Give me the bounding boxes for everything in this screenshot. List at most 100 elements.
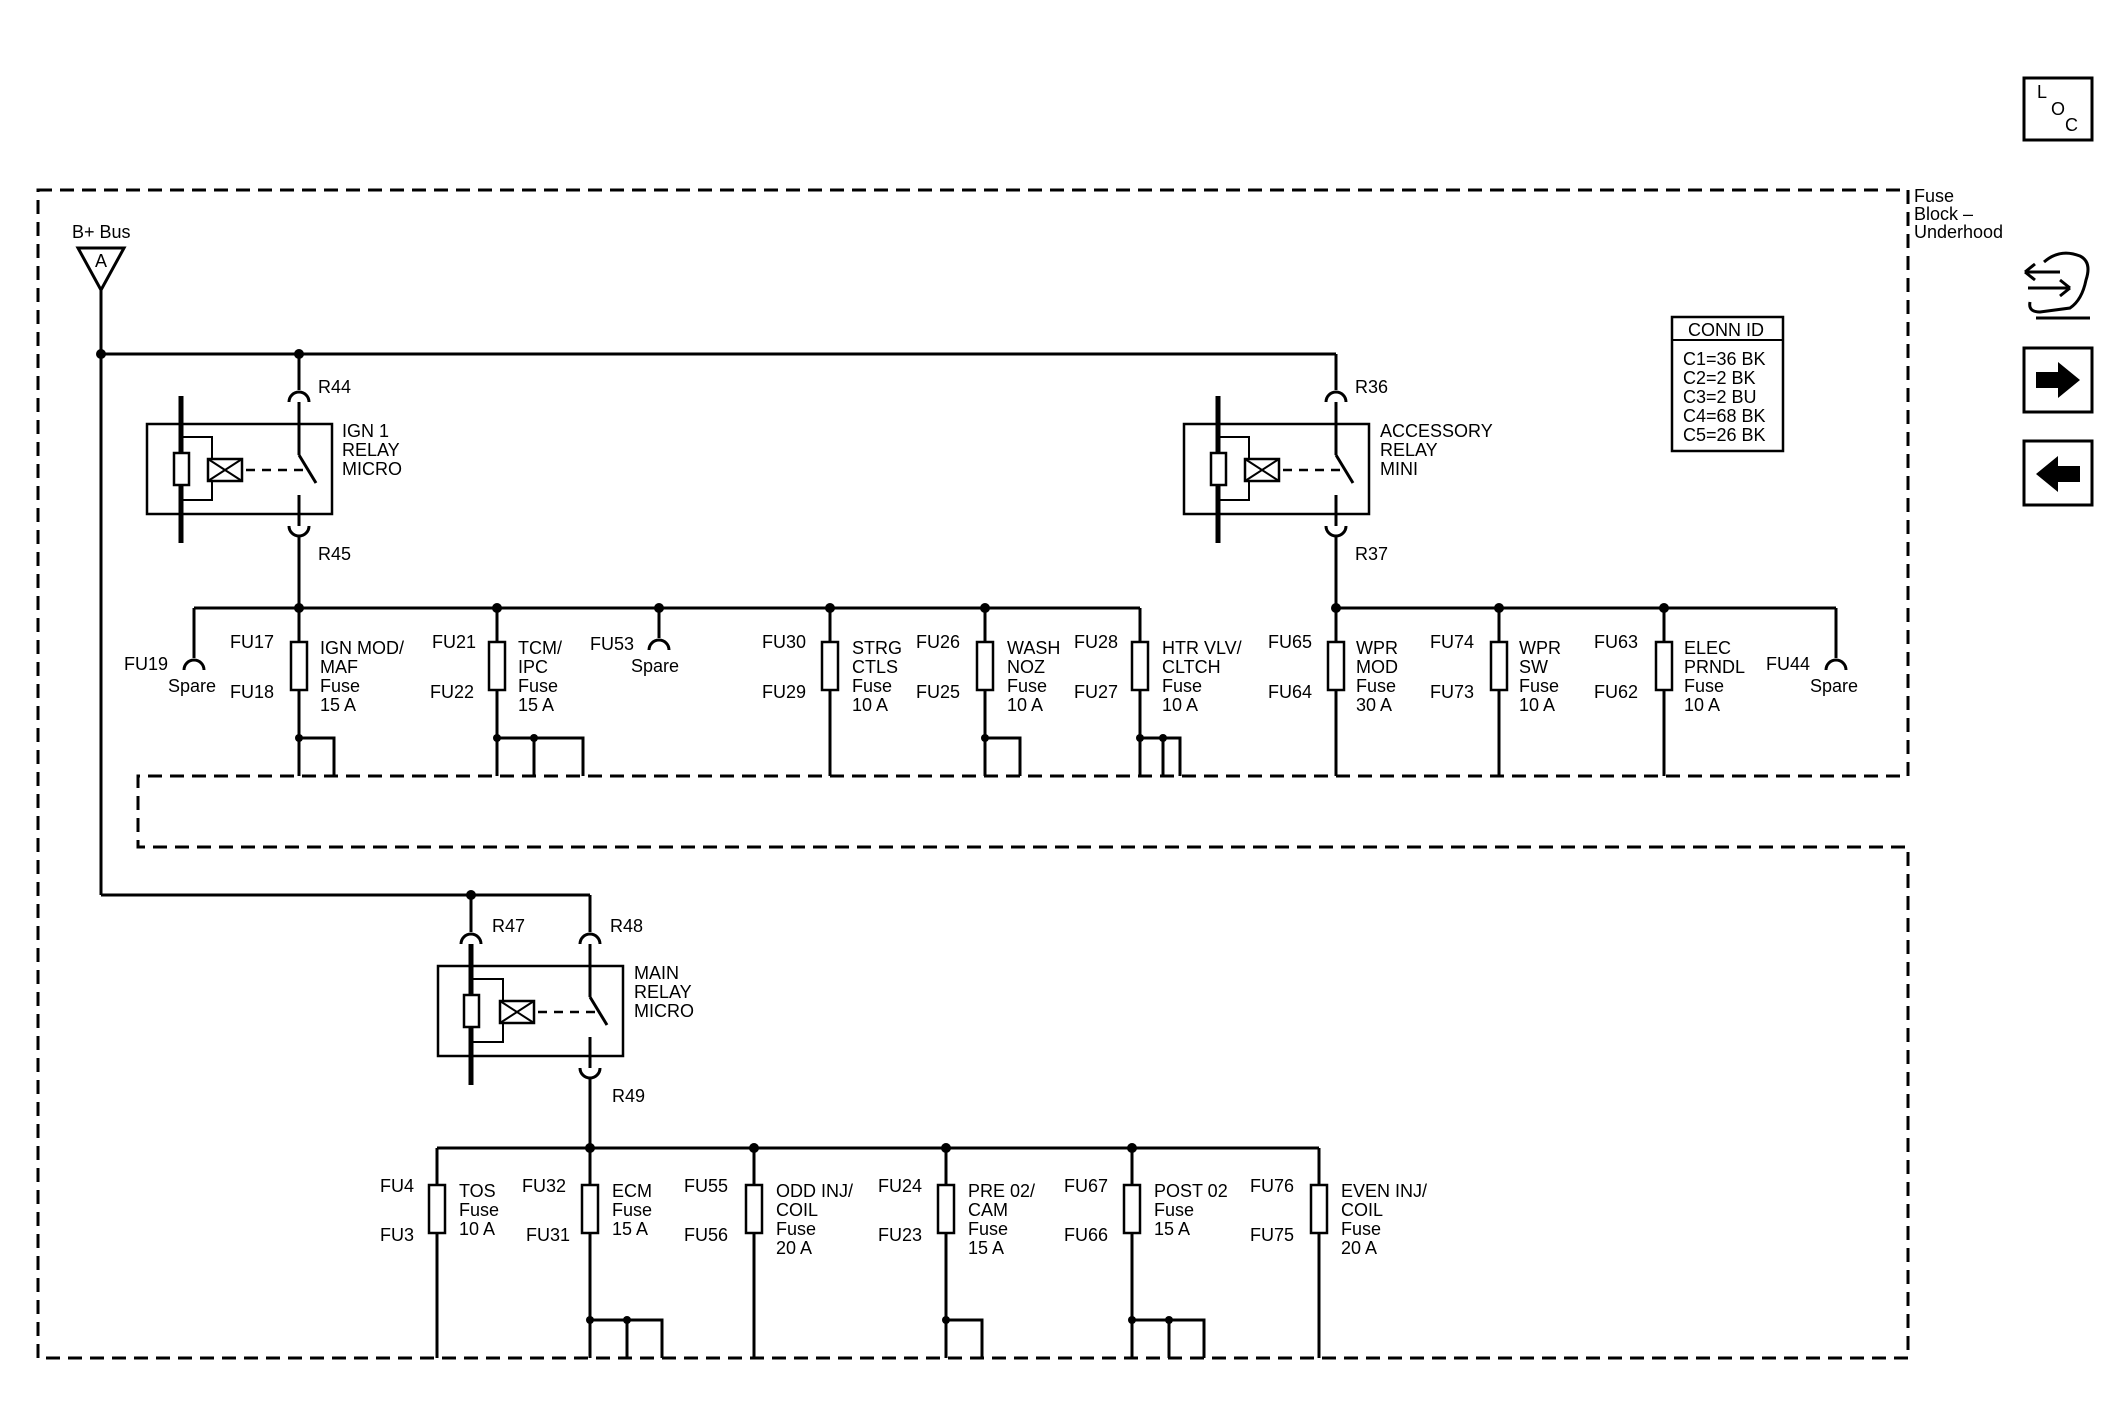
- next-page-button[interactable]: [2022, 346, 2094, 414]
- fuse-fu28-htr-vlv-cltch: FU28 FU27 HTR VLV/ CLTCH Fuse 10 A: [1074, 608, 1242, 776]
- loc-letter-l: L: [2037, 82, 2047, 102]
- fuse-name: CTLS: [852, 657, 898, 677]
- fuse-fu63-elec-prndl: FU63 FU62 ELEC PRNDL Fuse 10 A: [1594, 603, 1745, 776]
- fuse-rating: 10 A: [852, 695, 888, 715]
- fuse-name: HTR VLV/: [1162, 638, 1242, 658]
- fuse-id-bottom: FU75: [1250, 1225, 1294, 1245]
- fuse-name: SW: [1519, 657, 1548, 677]
- fuse-name: IGN MOD/: [320, 638, 404, 658]
- fuse-id-bottom: FU23: [878, 1225, 922, 1245]
- fuse-fu4-tos: FU4 FU3 TOS Fuse 10 A: [380, 1148, 499, 1358]
- fuse-name: Fuse: [459, 1200, 499, 1220]
- main-relay-name: MAIN: [634, 963, 679, 983]
- spare-fu44-id: FU44: [1766, 654, 1810, 674]
- fuse-fu32-ecm: FU32 FU31 ECM Fuse 15 A: [522, 1148, 664, 1358]
- fuse-name: STRG: [852, 638, 902, 658]
- conn-id-row: C4=68 BK: [1683, 406, 1766, 426]
- spare-fu19: FU19 Spare: [124, 608, 216, 696]
- fuse-fu26-wash-noz: FU26 FU25 WASH NOZ Fuse 10 A: [916, 603, 1060, 776]
- fuse-id-top: FU55: [684, 1176, 728, 1196]
- fuse-rating: 10 A: [1519, 695, 1555, 715]
- fuse-id-top: FU21: [432, 632, 476, 652]
- fuse-fu67-post-02: FU67 FU66 POST 02 Fuse 15 A: [1064, 1148, 1228, 1358]
- acc-relay-name: MINI: [1380, 459, 1418, 479]
- fuse-id-top: FU24: [878, 1176, 922, 1196]
- fuse-name: PRNDL: [1684, 657, 1745, 677]
- spare-fu53: FU53 Spare: [590, 603, 679, 676]
- fuse-rating: 15 A: [1154, 1219, 1190, 1239]
- conn-id-row: C2=2 BK: [1683, 368, 1756, 388]
- fuse-id-bottom: FU25: [916, 682, 960, 702]
- main-relay: R47 R48 R49 MAIN RELAY MICRO: [436, 890, 694, 1148]
- main-relay-bottom-pin: R49: [612, 1086, 645, 1106]
- fuse-id-top: FU65: [1268, 632, 1312, 652]
- fuse-id-top: FU30: [762, 632, 806, 652]
- fuse-name: ECM: [612, 1181, 652, 1201]
- fuse-id-top: FU32: [522, 1176, 566, 1196]
- fuse-id-top: FU67: [1064, 1176, 1108, 1196]
- ign1-relay: R44 R45 IGN 1 RELAY MICRO: [145, 349, 402, 608]
- fuse-name: TOS: [459, 1181, 496, 1201]
- ign1-relay-name: MICRO: [342, 459, 402, 479]
- fuse-rating: 30 A: [1356, 695, 1392, 715]
- fuse-name: COIL: [1341, 1200, 1383, 1220]
- fuse-name: POST 02: [1154, 1181, 1228, 1201]
- fuse-name: Fuse: [1154, 1200, 1194, 1220]
- fuse-fu24-pre-02-cam: FU24 FU23 PRE 02/ CAM Fuse 15 A: [878, 1148, 1035, 1358]
- fuse-rating: 10 A: [459, 1219, 495, 1239]
- fuse-name: Fuse: [1356, 676, 1396, 696]
- fuse-id-bottom: FU31: [526, 1225, 570, 1245]
- ign1-relay-top-pin: R44: [318, 377, 351, 397]
- fuse-rating: 10 A: [1684, 695, 1720, 715]
- loc-button[interactable]: L O C: [2022, 76, 2094, 142]
- fuse-name: Fuse: [1341, 1219, 1381, 1239]
- main-relay-top-left-pin: R47: [492, 916, 525, 936]
- fuse-id-bottom: FU56: [684, 1225, 728, 1245]
- fuse-block-label-1: Fuse: [1914, 186, 1954, 206]
- acc-relay-bottom-pin: R37: [1355, 544, 1388, 564]
- conn-id-row: C5=26 BK: [1683, 425, 1766, 445]
- fuse-id-top: FU28: [1074, 632, 1118, 652]
- schematic-navigation-icon[interactable]: [2024, 251, 2090, 320]
- previous-page-button[interactable]: [2022, 439, 2094, 507]
- fuse-name: Fuse: [1007, 676, 1047, 696]
- fuse-name: MAF: [320, 657, 358, 677]
- fuse-name: Fuse: [518, 676, 558, 696]
- fuse-rating: 10 A: [1162, 695, 1198, 715]
- fuse-rating: 15 A: [320, 695, 356, 715]
- fuse-fu76-even-inj-coil: FU76 FU75 EVEN INJ/ COIL Fuse 20 A: [1250, 1148, 1427, 1358]
- spare-fu19-label: Spare: [168, 676, 216, 696]
- fuse-name: Fuse: [852, 676, 892, 696]
- bplus-bus: B+ Bus A: [72, 222, 1336, 897]
- fuse-name: ELEC: [1684, 638, 1731, 658]
- fuse-name: Fuse: [1684, 676, 1724, 696]
- fuse-fu74-wpr-sw: FU74 FU73 WPR SW Fuse 10 A: [1430, 603, 1561, 776]
- spare-fu44-label: Spare: [1810, 676, 1858, 696]
- fuse-name: IPC: [518, 657, 548, 677]
- conn-id-table: CONN ID C1=36 BK C2=2 BK C3=2 BU C4=68 B…: [1670, 315, 1785, 453]
- fuse-name: ODD INJ/: [776, 1181, 853, 1201]
- fuse-name: Fuse: [1519, 676, 1559, 696]
- fuse-name: TCM/: [518, 638, 562, 658]
- fuse-name: CAM: [968, 1200, 1008, 1220]
- acc-relay-name: ACCESSORY: [1380, 421, 1493, 441]
- fuse-name: PRE 02/: [968, 1181, 1035, 1201]
- ign1-relay-name: RELAY: [342, 440, 400, 460]
- fuse-rating: 10 A: [1007, 695, 1043, 715]
- arrow-right-icon: [2036, 362, 2080, 398]
- loc-letter-o: O: [2051, 99, 2065, 119]
- acc-relay-name: RELAY: [1380, 440, 1438, 460]
- fuse-name: EVEN INJ/: [1341, 1181, 1427, 1201]
- fuse-name: Fuse: [776, 1219, 816, 1239]
- main-relay-name: RELAY: [634, 982, 692, 1002]
- conn-id-row: C1=36 BK: [1683, 349, 1766, 369]
- fuse-block-outline: [36, 188, 1910, 1360]
- fuse-name: Fuse: [320, 676, 360, 696]
- fuse-fu21-tcm-ipc: FU21 FU22 TCM/ IPC Fuse 15 A: [430, 603, 585, 776]
- acc-relay-top-pin: R36: [1355, 377, 1388, 397]
- fuse-name: NOZ: [1007, 657, 1045, 677]
- accessory-relay: R36 R37 ACCESSORY RELAY MINI: [1182, 354, 1493, 608]
- fuse-id-bottom: FU3: [380, 1225, 414, 1245]
- conn-id-title: CONN ID: [1688, 320, 1764, 340]
